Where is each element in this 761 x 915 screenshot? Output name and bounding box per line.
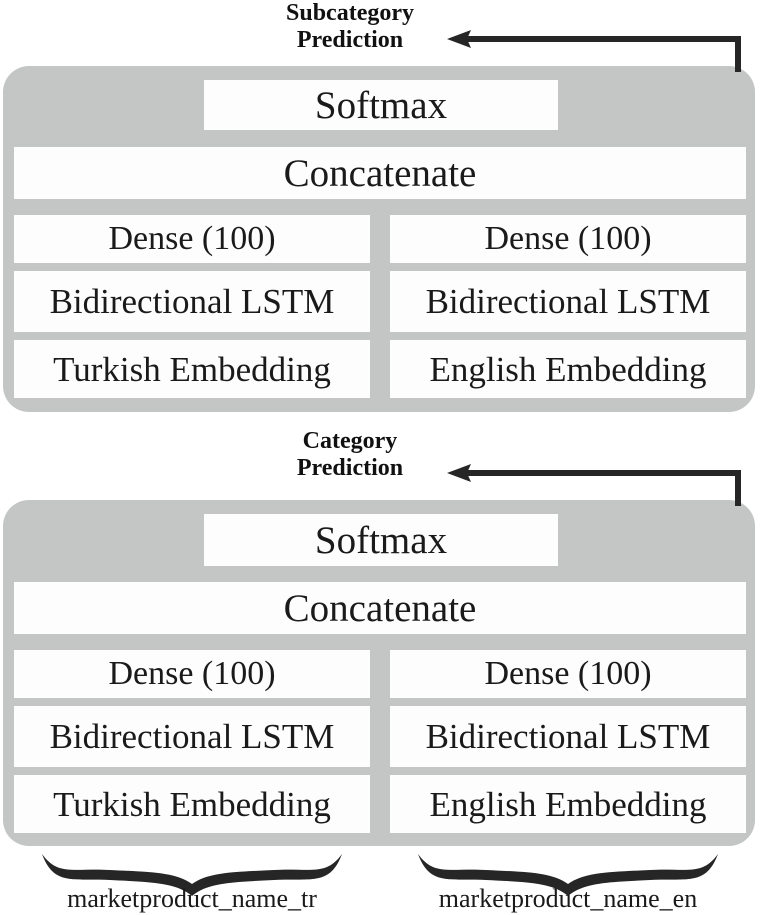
category-turkish-lstm-label: Bidirectional LSTM (49, 717, 335, 756)
subcategory-turkish-embedding-box: Turkish Embedding (14, 340, 370, 398)
category-english-dense-label: Dense (100) (484, 655, 652, 692)
subcategory-english-dense-box: Dense (100) (390, 215, 746, 263)
input-en-caption: marketproduct_name_en (438, 884, 698, 913)
category-softmax-box: Softmax (204, 514, 558, 566)
subcategory-turkish-embedding-label: Turkish Embedding (53, 349, 331, 389)
subcategory-english-dense-label: Dense (100) (484, 220, 652, 257)
category-concatenate-box: Concatenate (14, 582, 746, 634)
category-turkish-dense-box: Dense (100) (14, 650, 370, 698)
subcategory-english-embedding-label: English Embedding (429, 349, 707, 389)
subcategory-turkish-dense-label: Dense (100) (108, 220, 276, 257)
category-turkish-dense-label: Dense (100) (108, 655, 276, 692)
category-turkish-embedding-label: Turkish Embedding (53, 784, 331, 824)
subcategory-turkish-dense-box: Dense (100) (14, 215, 370, 263)
subcategory-english-lstm-box: Bidirectional LSTM (390, 271, 746, 332)
category-english-embedding-box: English Embedding (390, 775, 746, 833)
subcategory-softmax-label: Softmax (314, 83, 448, 127)
category-prediction-label: Category Prediction (296, 428, 404, 481)
subcategory-turkish-lstm-box: Bidirectional LSTM (14, 271, 370, 332)
subcategory-english-embedding-box: English Embedding (390, 340, 746, 398)
category-turkish-lstm-box: Bidirectional LSTM (14, 706, 370, 767)
subcategory-softmax-box: Softmax (204, 80, 558, 130)
subcategory-prediction-label: Subcategory Prediction (286, 0, 414, 53)
category-english-lstm-label: Bidirectional LSTM (425, 717, 711, 756)
category-english-lstm-box: Bidirectional LSTM (390, 706, 746, 767)
subcategory-concatenate-box: Concatenate (14, 147, 746, 199)
subcategory-turkish-lstm-label: Bidirectional LSTM (49, 282, 335, 321)
subcategory-concatenate-label: Concatenate (283, 151, 477, 195)
subcategory-english-lstm-label: Bidirectional LSTM (425, 282, 711, 321)
category-turkish-embedding-box: Turkish Embedding (14, 775, 370, 833)
category-english-embedding-label: English Embedding (429, 784, 707, 824)
category-concatenate-label: Concatenate (283, 586, 477, 630)
input-tr-caption: marketproduct_name_tr (67, 884, 317, 913)
category-softmax-label: Softmax (314, 518, 448, 562)
category-english-dense-box: Dense (100) (390, 650, 746, 698)
